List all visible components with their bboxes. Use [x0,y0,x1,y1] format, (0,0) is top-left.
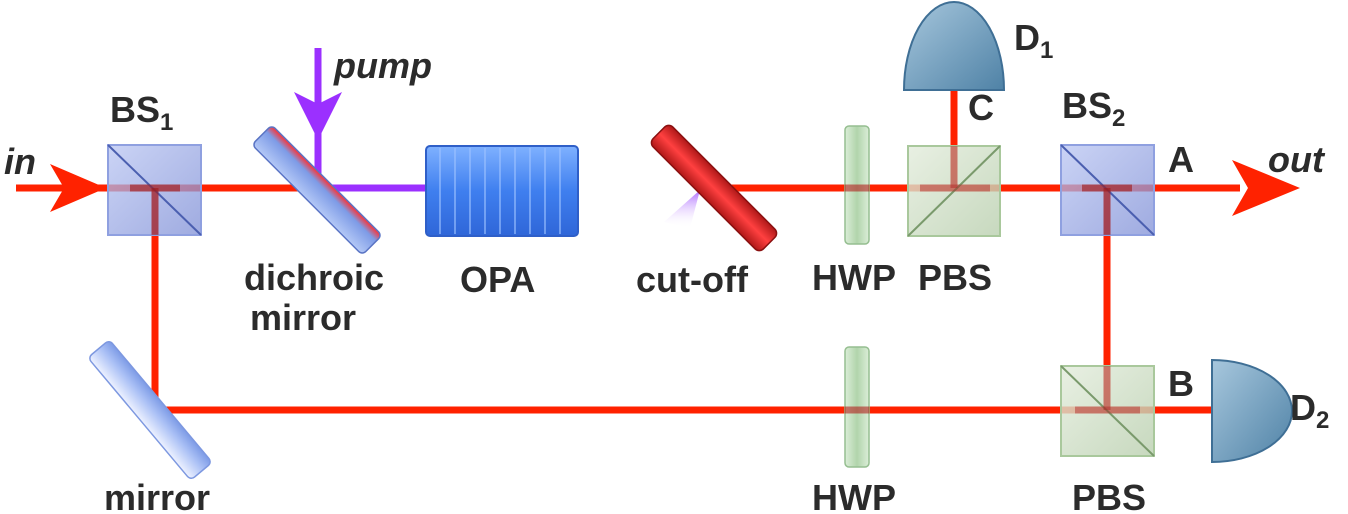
label-pbs-bottom: PBS [1072,477,1146,514]
pbs-bottom [1060,365,1155,457]
input-arrowhead [50,164,106,212]
label-dichroic-line1: dichroic [244,257,384,298]
label-opa: OPA [460,259,535,300]
detector-d2 [1211,358,1293,464]
label-d1: D1 [1014,17,1053,64]
label-mirror: mirror [104,477,210,514]
label-port-a: A [1168,139,1194,180]
detector-d1 [902,1,1006,91]
label-bs2: BS2 [1062,85,1125,132]
cutoff-reflection [664,190,700,228]
label-cutoff: cut-off [636,259,749,300]
hwp-bottom [844,346,870,468]
label-out: out [1268,139,1326,180]
label-bs1: BS1 [110,89,173,136]
label-pump: pump [333,45,432,86]
pump-arrowhead [294,92,342,140]
label-port-c: C [968,87,994,128]
label-in: in [4,141,36,182]
label-hwp-top: HWP [812,257,896,298]
beamsplitter-bs2 [1060,144,1155,236]
opa-crystal [425,145,579,237]
cutoff-filter [650,124,778,252]
label-pbs-top: PBS [918,257,992,298]
lower-mirror [89,341,211,479]
beamsplitter-bs1 [107,144,202,236]
pbs-top [907,145,1001,237]
label-d2: D2 [1290,387,1329,434]
output-arrowhead [1232,160,1300,216]
label-port-b: B [1168,363,1194,404]
dichroic-mirror [253,126,381,254]
label-hwp-bottom: HWP [812,477,896,514]
label-dichroic-line2: mirror [250,297,356,338]
hwp-top [844,125,870,245]
